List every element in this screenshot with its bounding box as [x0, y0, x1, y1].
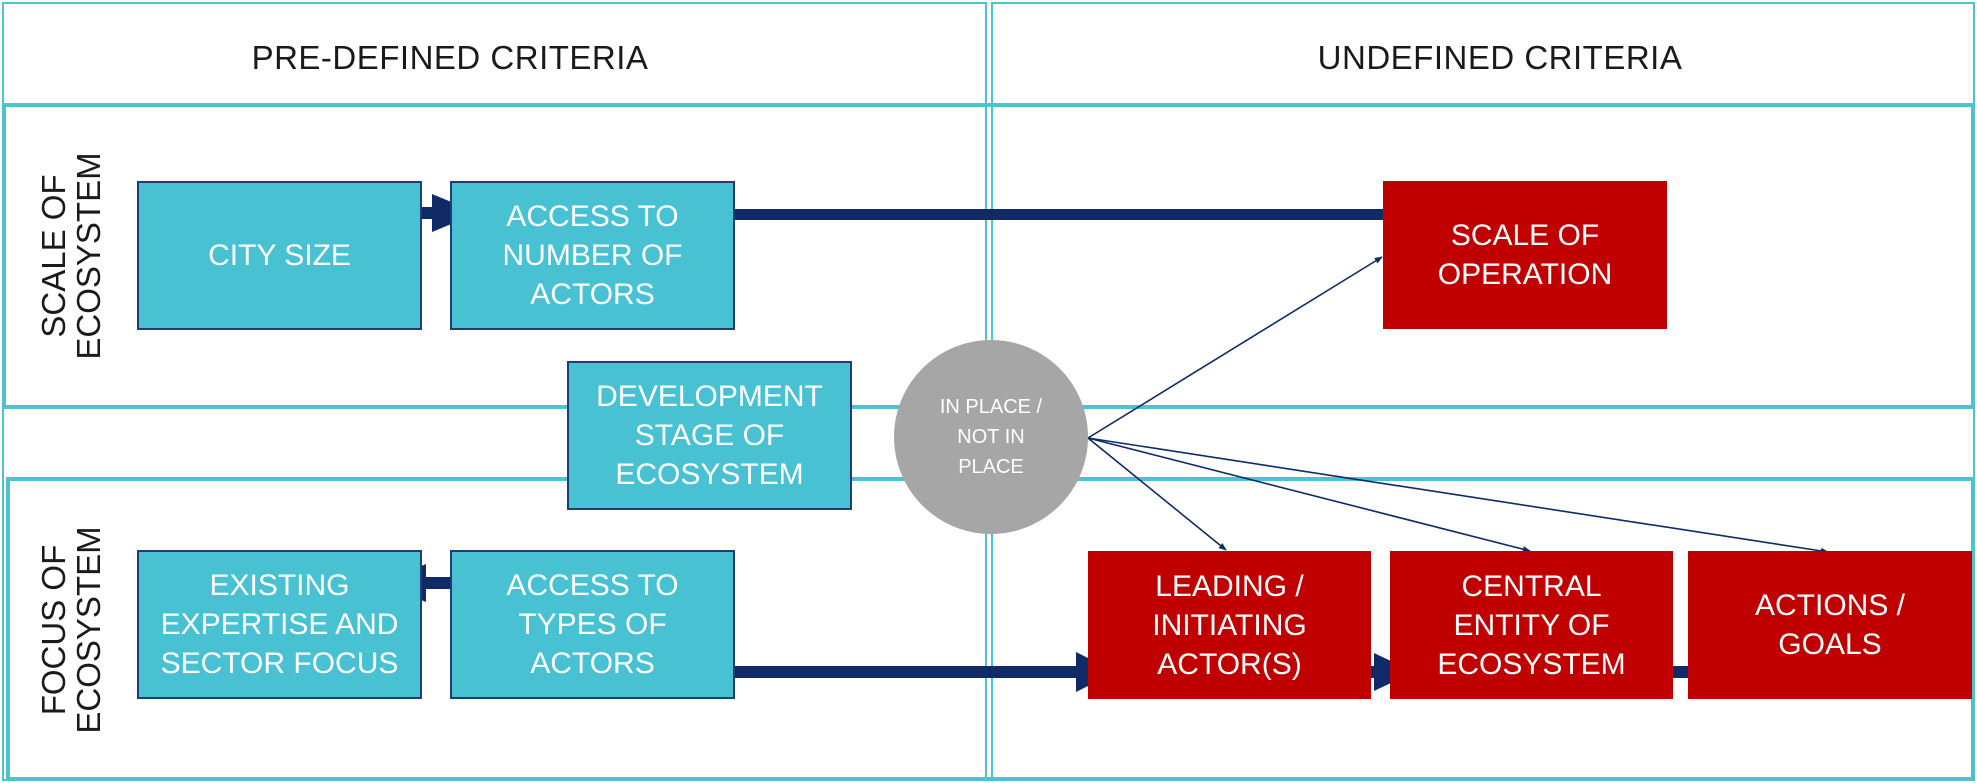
thin-arrow-to-central-entity [1087, 437, 1531, 553]
header-undefined-criteria: UNDEFINED CRITERIA [1317, 39, 1683, 76]
box-access-to-types-of-actors: ACCESS TO TYPES OF ACTORS [450, 550, 735, 699]
box-access-to-number-of-actors: ACCESS TO NUMBER OF ACTORS [450, 181, 735, 330]
box-actions-goals: ACTIONS / GOALS [1688, 551, 1972, 699]
thin-arrow-to-leading-actor [1087, 437, 1227, 551]
box-central-entity: CENTRAL ENTITY OF ECOSYSTEM [1390, 551, 1673, 699]
header-predefined-criteria: PRE-DEFINED CRITERIA [251, 39, 649, 76]
box-scale-of-operation: SCALE OF OPERATION [1383, 181, 1667, 329]
arrow-access-types-to-leading-actor [712, 652, 1116, 692]
thin-arrow-to-actions-goals [1087, 437, 1829, 555]
circle-in-place-not-in-place: IN PLACE / NOT IN PLACE [894, 340, 1088, 534]
box-development-stage: DEVELOPMENT STAGE OF ECOSYSTEM [567, 361, 852, 510]
arrow-access-number-to-scale-operation [728, 196, 1460, 232]
box-city-size: CITY SIZE [137, 181, 422, 330]
box-leading-initiating-actors: LEADING / INITIATING ACTOR(S) [1088, 551, 1371, 699]
box-existing-expertise: EXISTING EXPERTISE AND SECTOR FOCUS [137, 550, 422, 699]
thin-arrow-to-scale-operation [1087, 256, 1383, 439]
